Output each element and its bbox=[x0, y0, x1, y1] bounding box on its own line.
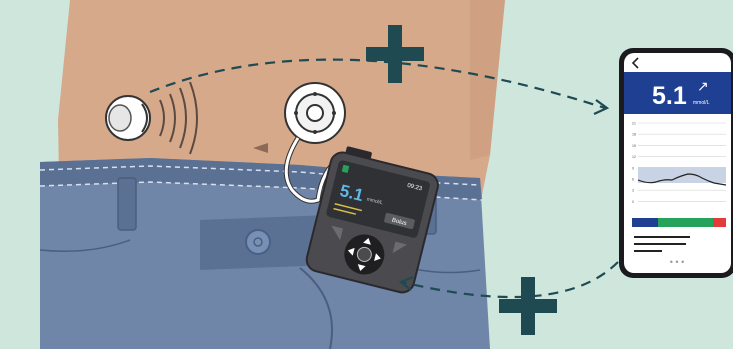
tir-bar-in-range bbox=[658, 218, 713, 227]
tir-bar-high bbox=[713, 218, 726, 227]
jeans-button bbox=[246, 230, 270, 254]
y-axis-label: 0 bbox=[632, 200, 634, 204]
y-axis-label: 9 bbox=[632, 166, 634, 170]
y-axis-label: 18 bbox=[632, 133, 636, 137]
y-axis-label: 6 bbox=[632, 178, 634, 182]
infusion-set bbox=[285, 83, 345, 143]
trend-up-arrow-icon: ↗ bbox=[697, 78, 709, 94]
cgm-sensor bbox=[106, 96, 150, 140]
phone-unit: mmol/L bbox=[693, 100, 710, 106]
phone-glucose-value: 5.1 bbox=[652, 82, 687, 110]
y-axis-label: 15 bbox=[632, 144, 636, 148]
smartphone: 5.1 ↗ mmol/L 21 18 15 12 9 6 3 0 • • • bbox=[619, 48, 733, 278]
y-axis-label: 12 bbox=[632, 155, 636, 159]
target-range-band bbox=[638, 167, 726, 183]
y-axis-label: 3 bbox=[632, 189, 634, 193]
tir-bar-low bbox=[632, 218, 658, 227]
pager-dots: • • • bbox=[670, 257, 684, 267]
y-axis-label: 21 bbox=[632, 122, 636, 126]
belt-loop-left bbox=[118, 178, 136, 230]
